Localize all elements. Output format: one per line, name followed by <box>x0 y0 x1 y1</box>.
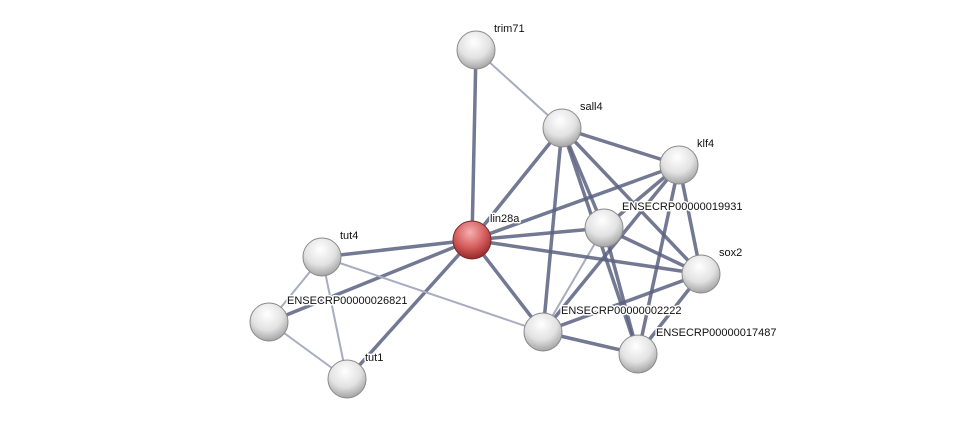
node-label: ENSECRP00000026821 <box>287 295 407 307</box>
edge-lin28a-tut4[interactable] <box>321 238 473 259</box>
edge-e19931-e17487[interactable] <box>602 227 640 355</box>
node-sphere[interactable] <box>542 108 582 148</box>
edge-sall4-lin28a[interactable] <box>470 126 564 242</box>
node-label: klf4 <box>697 138 714 150</box>
node-label: trim71 <box>494 23 525 35</box>
node-label: sall4 <box>580 101 603 113</box>
node-tut1[interactable]: tut1 <box>327 351 385 399</box>
node-sphere[interactable] <box>523 312 563 352</box>
node-e26821[interactable]: ENSECRP00000026821 <box>249 294 409 342</box>
node-sphere[interactable] <box>681 254 721 294</box>
node-tut4[interactable]: tut4 <box>302 229 360 277</box>
edge-tut4-e2222[interactable] <box>321 256 544 333</box>
edge-sox2-e2222[interactable] <box>542 272 702 334</box>
edge-sall4-e2222[interactable] <box>541 127 564 333</box>
edge-sall4-klf4[interactable] <box>561 126 680 167</box>
node-label: ENSECRP00000019931 <box>622 201 742 213</box>
edge-e19931-lin28a[interactable] <box>471 226 605 242</box>
node-sphere[interactable] <box>452 220 492 260</box>
node-e17487[interactable]: ENSECRP00000017487 <box>618 326 778 374</box>
node-label: sox2 <box>719 247 742 259</box>
edge-lin28a-e26821[interactable] <box>268 238 473 324</box>
edge-lin28a-sox2[interactable] <box>471 238 702 276</box>
node-sphere[interactable] <box>618 334 658 374</box>
node-sox2[interactable]: sox2 <box>681 246 744 294</box>
node-sphere[interactable] <box>456 30 496 70</box>
node-label: ENSECRP00000017487 <box>656 327 776 339</box>
edge-e19931-e2222[interactable] <box>542 227 605 333</box>
edge-trim71-lin28a[interactable] <box>470 49 478 241</box>
node-sphere[interactable] <box>659 145 699 185</box>
node-sphere[interactable] <box>584 208 624 248</box>
node-label: lin28a <box>490 213 520 225</box>
node-sphere[interactable] <box>249 302 289 342</box>
edge-tut4-tut1[interactable] <box>321 256 348 380</box>
node-e2222[interactable]: ENSECRP00000002222 <box>523 304 683 352</box>
node-sphere[interactable] <box>302 237 342 277</box>
edge-klf4-e17487[interactable] <box>636 164 681 355</box>
node-klf4[interactable]: klf4 <box>659 137 716 185</box>
node-label: ENSECRP00000002222 <box>561 305 681 317</box>
edges-layer <box>268 49 703 381</box>
node-sphere[interactable] <box>327 359 367 399</box>
node-label: tut1 <box>365 352 383 364</box>
node-label: tut4 <box>340 230 358 242</box>
node-lin28a[interactable]: lin28a <box>452 212 522 260</box>
edge-sall4-sox2[interactable] <box>560 126 703 276</box>
node-trim71[interactable]: trim71 <box>456 22 526 70</box>
node-e19931[interactable]: ENSECRP00000019931 <box>584 200 744 248</box>
edge-klf4-lin28a[interactable] <box>471 163 680 242</box>
node-sall4[interactable]: sall4 <box>542 100 604 148</box>
edge-lin28a-tut1[interactable] <box>345 238 474 381</box>
